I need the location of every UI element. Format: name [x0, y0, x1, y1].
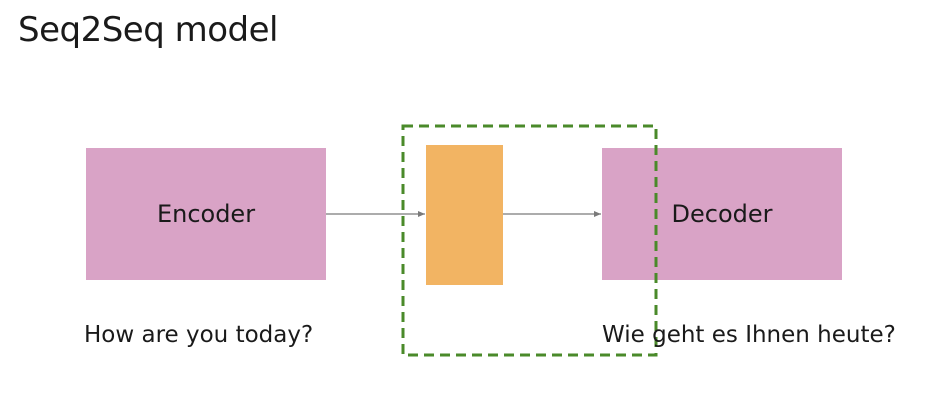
context-vector-block — [426, 145, 503, 285]
decoder-label: Decoder — [671, 200, 773, 228]
encoder-block: Encoder — [86, 148, 326, 280]
encoder-label: Encoder — [156, 200, 256, 228]
slide-title: Seq2Seq model — [18, 10, 278, 50]
input-sentence: How are you today? — [84, 322, 314, 348]
output-sentence: Wie geht es Ihnen heute? — [602, 322, 896, 348]
decoder-block: Decoder — [602, 148, 842, 280]
